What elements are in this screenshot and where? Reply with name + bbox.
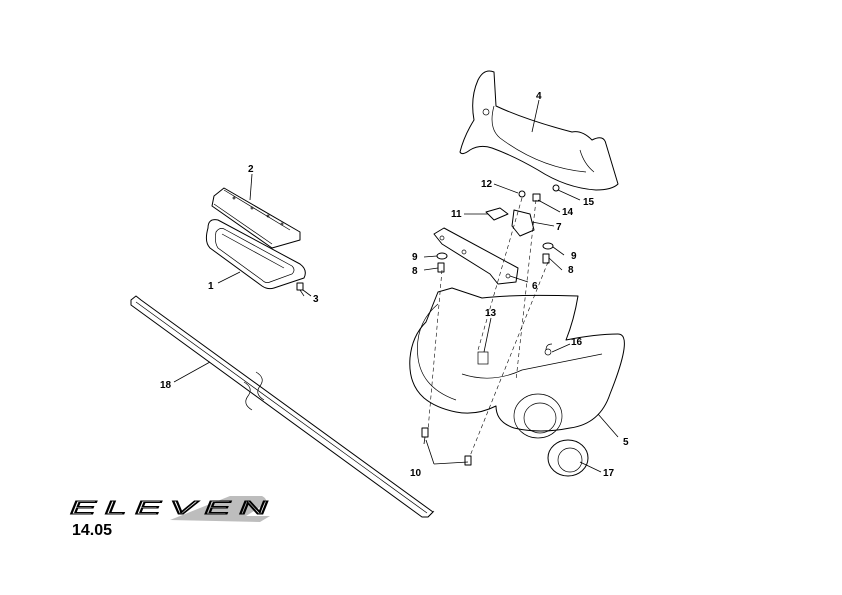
part-11-clip [485,207,509,221]
eleven-logo: ELEVEN [69,496,276,522]
part-8-bolt-right [542,253,550,264]
callout-6: 6 [532,281,538,292]
callout-15: 15 [583,197,595,208]
part-3-screw [296,282,305,297]
callout-14: 14 [562,207,574,218]
part-10-screw-upper [421,427,429,438]
assembly-lines [427,197,549,457]
part-2-bracket [211,187,301,249]
part-8-bolt-left [437,262,445,273]
part-17-grommet [547,439,589,477]
part-5-lower-cowl [409,287,625,439]
callout-16: 16 [571,337,583,348]
part-14-nut [532,193,541,202]
part-15-washer [552,184,560,192]
page-number: 14.05 [72,522,113,539]
callout-17: 17 [603,468,615,479]
callout-1: 1 [208,281,214,292]
fasteners [421,184,560,466]
callout-4: 4 [536,91,542,102]
callout-5: 5 [623,437,629,448]
callout-10: 10 [410,468,422,479]
logo-shadow-shape [170,496,270,522]
callout-9-left: 9 [412,252,418,263]
callout-8-left: 8 [412,266,418,277]
part-9-washer-left [436,252,448,260]
logo-wordmark: ELEVEN [70,498,276,518]
callout-13: 13 [485,308,497,319]
part-1-air-duct [205,219,306,290]
callout-9-right: 9 [571,251,577,262]
callout-8-right: 8 [568,265,574,276]
part-10-screw-lower [464,455,472,466]
leader-lines [173,99,619,473]
part-18-trim-strip [130,295,435,518]
part-7-bracket [511,209,535,237]
callout-7: 7 [556,222,562,233]
callout-12: 12 [481,179,493,190]
part-9-washer-right [542,242,554,250]
callout-3: 3 [313,294,319,305]
part-12-screw [518,190,526,198]
callout-11: 11 [451,209,462,220]
callout-2: 2 [248,164,254,175]
part-4-upper-cowl [459,70,619,191]
callout-18: 18 [160,380,172,391]
